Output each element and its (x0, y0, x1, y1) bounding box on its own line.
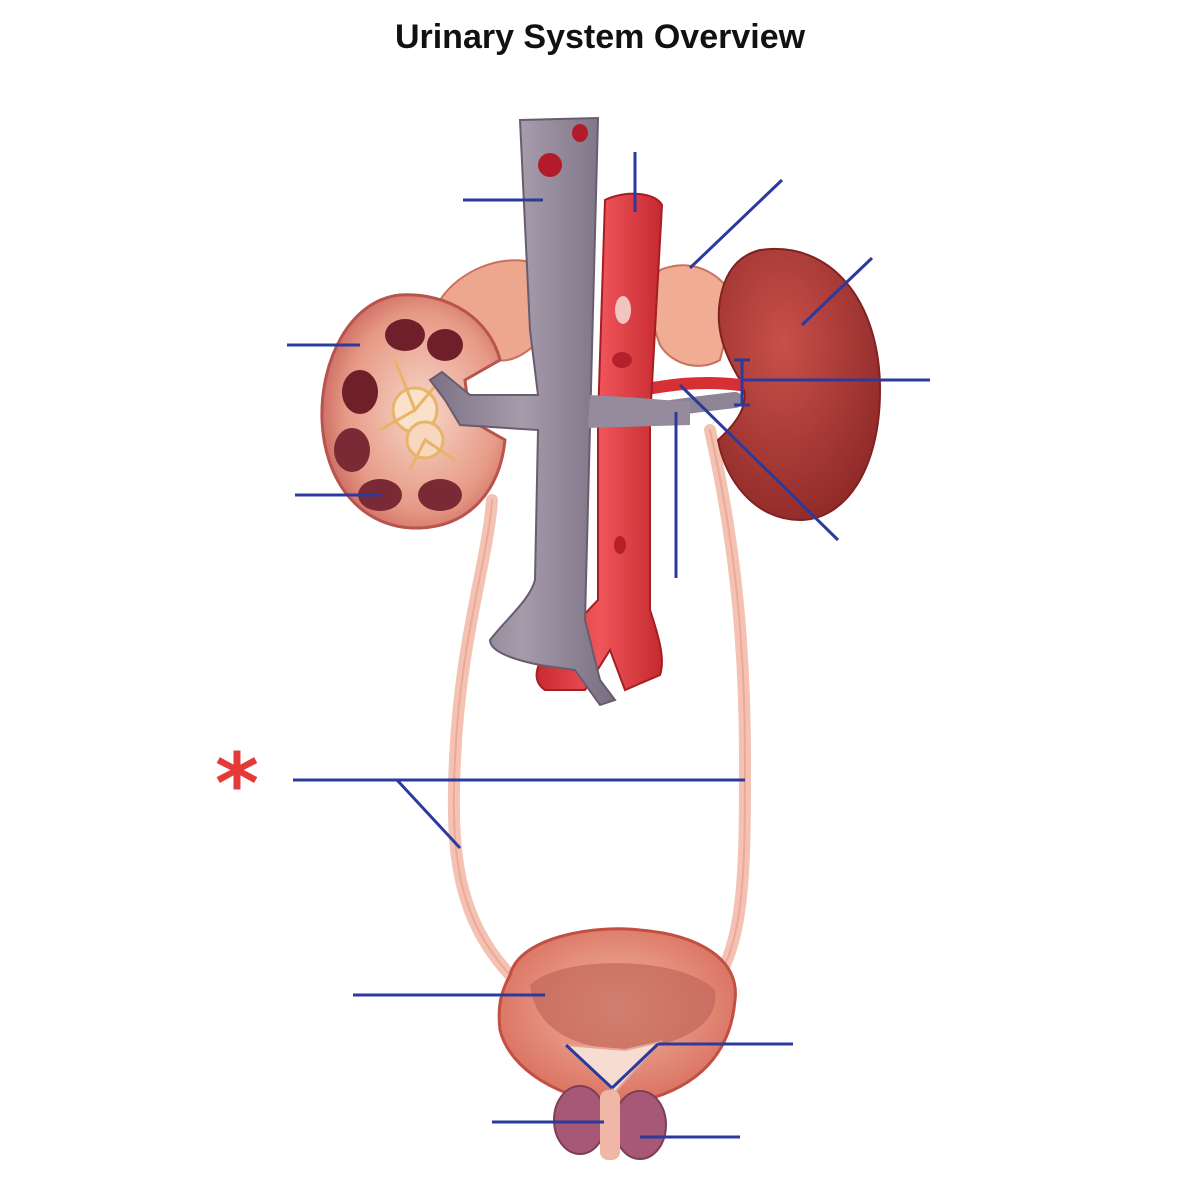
kidney-section (320, 293, 507, 530)
leader-line-adrenal (688, 178, 784, 270)
leader-line-kidney (800, 256, 874, 327)
leader-line-ureter (293, 778, 745, 850)
inferior-vena-cava (428, 116, 690, 707)
ureter (447, 424, 752, 981)
leader-line-trigone (564, 1042, 793, 1090)
urinary-bladder (497, 927, 737, 1107)
renal-artery (634, 376, 746, 396)
leader-line-renal-vein (678, 383, 840, 542)
prostate (553, 1085, 667, 1160)
diagram-title: Urinary System Overview (394, 18, 806, 56)
asterisk-marker: * (215, 735, 259, 833)
leader-line-hilum (734, 358, 930, 407)
kidney-whole (716, 247, 882, 522)
leader-lines (287, 152, 930, 1139)
